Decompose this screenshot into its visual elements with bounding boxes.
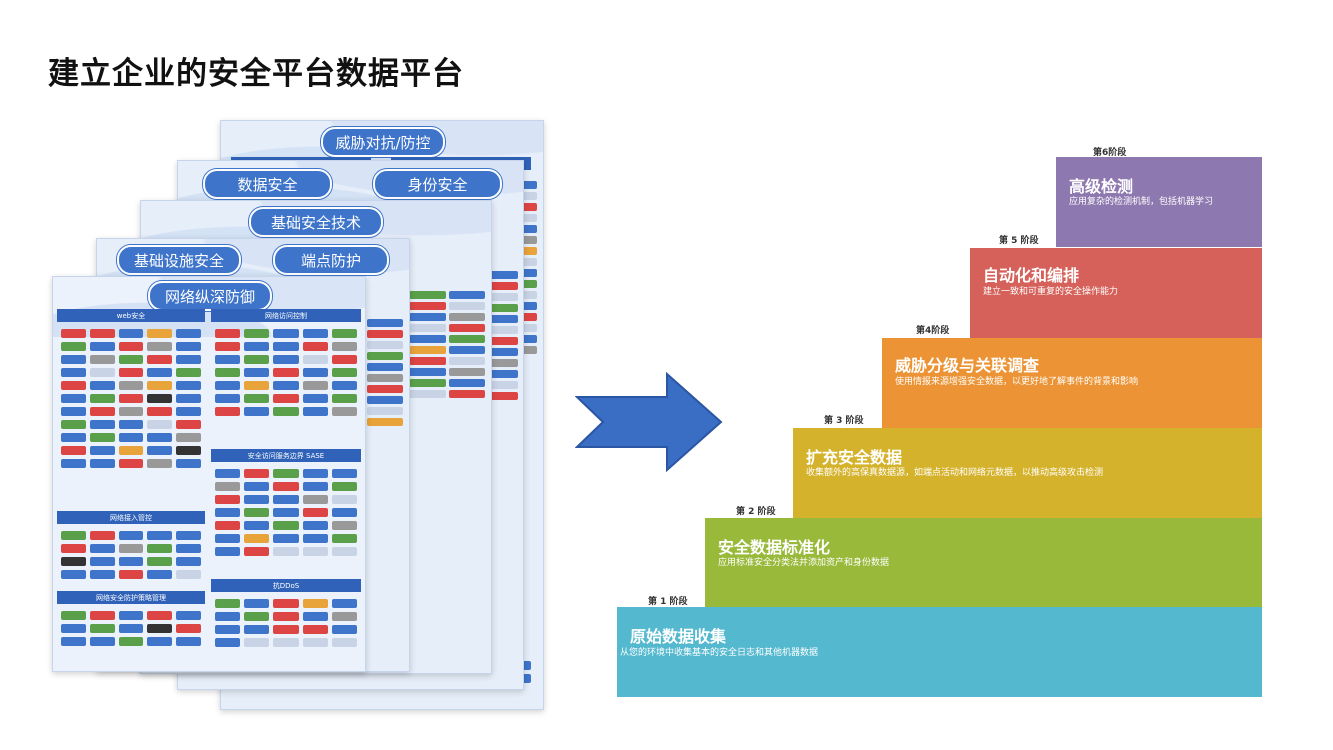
step-3: 扩充安全数据 收集额外的高保真数据源，如端点活动和网络元数据，以推动高级攻击检测 [793,428,1262,518]
step-1-desc: 从您的环境中收集基本的安全日志和其他机器数据 [620,648,819,658]
right-arrow-icon [575,372,723,472]
step-5-desc: 建立一致和可重复的安全操作能力 [983,287,1119,297]
pill-network-defense: 网络纵深防御 [148,281,272,311]
step-5-title: 自动化和编排 [983,266,1080,285]
stage-label-3: 第 3 阶段 [824,416,864,426]
pill-base-security-tech: 基础安全技术 [249,207,383,237]
section-policy-management: 网络安全防护策略管理 [57,591,205,604]
step-4: 威胁分级与关联调查 使用情报来源增强安全数据，以更好地了解事件的背景和影响 [882,338,1262,428]
section-network-admission: 网络接入管控 [57,511,205,524]
step-6-desc: 应用复杂的检测机制，包括机器学习 [1069,197,1214,207]
logos-sase [215,469,357,556]
pill-infra-security: 基础设施安全 [117,245,241,275]
step-3-desc: 收集额外的高保真数据源，如端点活动和网络元数据，以推动高级攻击检测 [806,468,1104,478]
step-1: 原始数据收集 从您的环境中收集基本的安全日志和其他机器数据 [617,607,1262,697]
logos-policy-management [61,611,201,646]
section-network-access-control: 网络访问控制 [211,309,361,322]
section-web-security: web安全 [57,309,205,322]
step-5: 自动化和编排 建立一致和可重复的安全操作能力 [970,248,1262,338]
stage-label-1: 第 1 阶段 [648,597,688,607]
step-6-title: 高级检测 [1069,177,1134,196]
logo-column-card3 [409,291,485,398]
logo-column-card2 [490,271,518,400]
stage-label-4: 第4阶段 [916,326,950,336]
pill-data-security: 数据安全 [203,169,332,199]
step-2-desc: 应用标准安全分类法并添加资产和身份数据 [718,558,890,568]
page-title: 建立企业的安全平台数据平台 [48,56,464,92]
step-4-title: 威胁分级与关联调查 [895,356,1040,375]
logos-anti-ddos [215,599,357,647]
logos-network-access-control [215,329,357,416]
card-network-defense: 网络纵深防御 web安全 网络访问控制 安全访问服务边界 SASE [52,276,366,672]
stage-label-5: 第 5 阶段 [999,236,1039,246]
logos-network-admission [61,531,201,579]
step-3-title: 扩充安全数据 [806,448,903,467]
logo-column-card4 [367,319,403,426]
section-anti-ddos: 抗DDoS [211,579,361,592]
pill-threat-defense: 威胁对抗/防控 [321,127,445,157]
section-sase: 安全访问服务边界 SASE [211,449,361,462]
step-2-title: 安全数据标准化 [718,538,831,557]
step-4-desc: 使用情报来源增强安全数据，以更好地了解事件的背景和影响 [895,377,1139,387]
step-6: 高级检测 应用复杂的检测机制，包括机器学习 [1056,157,1262,247]
step-1-title: 原始数据收集 [630,627,727,646]
pill-endpoint-protection: 端点防护 [273,245,389,275]
stage-label-2: 第 2 阶段 [736,507,776,517]
pill-identity-security: 身份安全 [373,169,502,199]
step-2: 安全数据标准化 应用标准安全分类法并添加资产和身份数据 [705,518,1262,607]
stage-label-6: 第6阶段 [1093,148,1127,158]
logos-web-security [61,329,201,468]
